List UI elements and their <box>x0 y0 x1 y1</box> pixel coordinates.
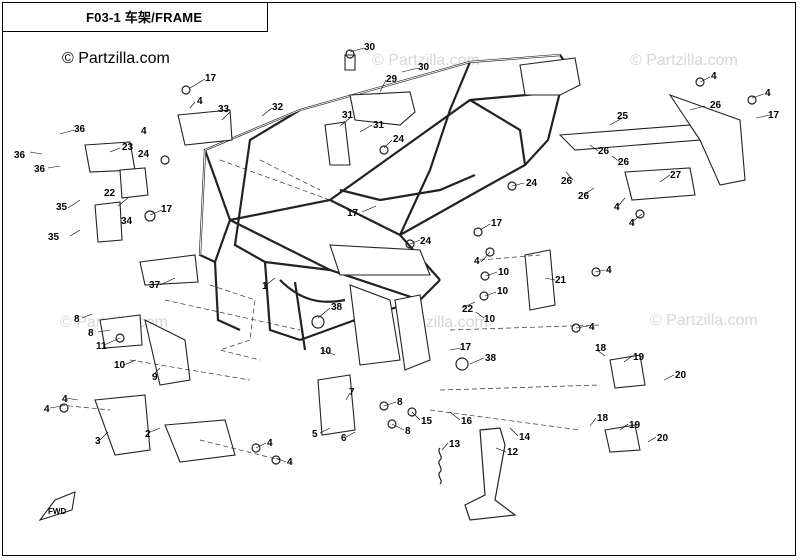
callout: 10 <box>497 286 509 297</box>
watermark-top-left: © Partzilla.com <box>62 50 170 67</box>
fwd-label: FWD <box>48 507 66 516</box>
title-box: F03-1 车架/FRAME <box>2 2 268 32</box>
fwd-arrow: FWD <box>38 491 76 522</box>
callout: 10 <box>498 267 510 278</box>
callout: 15 <box>421 416 433 427</box>
callout: 11 <box>96 341 107 352</box>
callout: 36 <box>14 150 26 161</box>
watermark-mid-right: © Partzilla.com <box>650 312 758 329</box>
callout: 33 <box>218 104 230 115</box>
callout: 24 <box>138 149 150 160</box>
watermark-top-center: © Partzilla.com <box>372 52 480 69</box>
callout: 1 <box>262 281 268 292</box>
callout: 25 <box>617 111 629 122</box>
callout: 27 <box>670 170 682 181</box>
callout: 30 <box>364 42 376 53</box>
callout: 26 <box>598 146 610 157</box>
callout: 4 <box>606 265 612 276</box>
callout: 4 <box>474 256 480 267</box>
callout: 38 <box>331 302 343 313</box>
callout: 36 <box>74 124 86 135</box>
callout: 8 <box>405 426 411 437</box>
callout: 19 <box>633 352 645 363</box>
callout: 4 <box>711 71 717 82</box>
callout: 17 <box>491 218 503 229</box>
callout: 24 <box>393 134 405 145</box>
callouts: 30 30 29 4 17 33 32 36 36 36 4 23 24 22 … <box>14 42 780 468</box>
callout: 26 <box>618 157 630 168</box>
leader-lines <box>29 47 771 463</box>
callout: 10 <box>484 314 496 325</box>
side-stand-group <box>317 374 517 521</box>
callout: 4 <box>629 218 635 229</box>
callout: 4 <box>589 322 595 333</box>
callout: 14 <box>519 432 531 443</box>
callout: 38 <box>485 353 497 364</box>
callout: 12 <box>507 447 519 458</box>
callout: 4 <box>287 457 293 468</box>
callout: 17 <box>460 342 472 353</box>
callout: 17 <box>768 110 780 121</box>
top-brackets <box>177 54 416 166</box>
left-brackets <box>84 141 199 286</box>
watermark-top-right: © Partzilla.com <box>630 52 738 69</box>
callout: 22 <box>462 304 474 315</box>
callout: 16 <box>461 416 473 427</box>
callout: 17 <box>347 208 359 219</box>
hardware <box>59 49 757 465</box>
callout: 23 <box>122 142 134 153</box>
rear-brackets <box>558 93 746 201</box>
callout: 6 <box>341 433 347 444</box>
callout: 26 <box>561 176 573 187</box>
callout: 8 <box>397 397 403 408</box>
main-frame <box>198 53 581 371</box>
callout: 8 <box>88 328 94 339</box>
callout: 5 <box>312 429 318 440</box>
callout: 29 <box>386 74 398 85</box>
callout: 21 <box>555 275 567 286</box>
callout: 4 <box>197 96 203 107</box>
callout: 20 <box>657 433 669 444</box>
callout: 18 <box>595 343 607 354</box>
callout: 31 <box>342 110 354 121</box>
right-plates <box>524 249 646 453</box>
callout: 2 <box>145 429 151 440</box>
callout: 13 <box>449 439 461 450</box>
callout: 31 <box>373 120 385 131</box>
callout: 4 <box>141 126 147 137</box>
callout: 26 <box>710 100 722 111</box>
callout: 24 <box>526 178 538 189</box>
callout: 32 <box>272 102 284 113</box>
callout: 36 <box>34 164 46 175</box>
callout: 19 <box>629 420 641 431</box>
callout: 7 <box>349 387 355 398</box>
assembly-lines <box>59 159 601 461</box>
callout: 4 <box>44 404 50 415</box>
callout: 10 <box>320 346 332 357</box>
callout: 20 <box>675 370 687 381</box>
callout: 37 <box>149 280 161 291</box>
callout: 17 <box>205 73 217 84</box>
callout: 24 <box>420 236 432 247</box>
callout: 26 <box>578 191 590 202</box>
diagram-title: F03-1 车架/FRAME <box>86 10 203 25</box>
callout: 8 <box>74 314 80 325</box>
callout: 4 <box>614 202 620 213</box>
callout: 35 <box>48 232 60 243</box>
callout: 3 <box>95 436 101 447</box>
callout: 4 <box>267 438 273 449</box>
callout: 30 <box>418 62 430 73</box>
callout: 17 <box>161 204 173 215</box>
callout: 35 <box>56 202 68 213</box>
callout: 22 <box>104 188 116 199</box>
callout: 9 <box>152 372 158 383</box>
callout: 18 <box>597 413 609 424</box>
callout: 4 <box>62 394 68 405</box>
callout: 34 <box>121 216 133 227</box>
callout: 4 <box>765 88 771 99</box>
callout: 10 <box>114 360 126 371</box>
